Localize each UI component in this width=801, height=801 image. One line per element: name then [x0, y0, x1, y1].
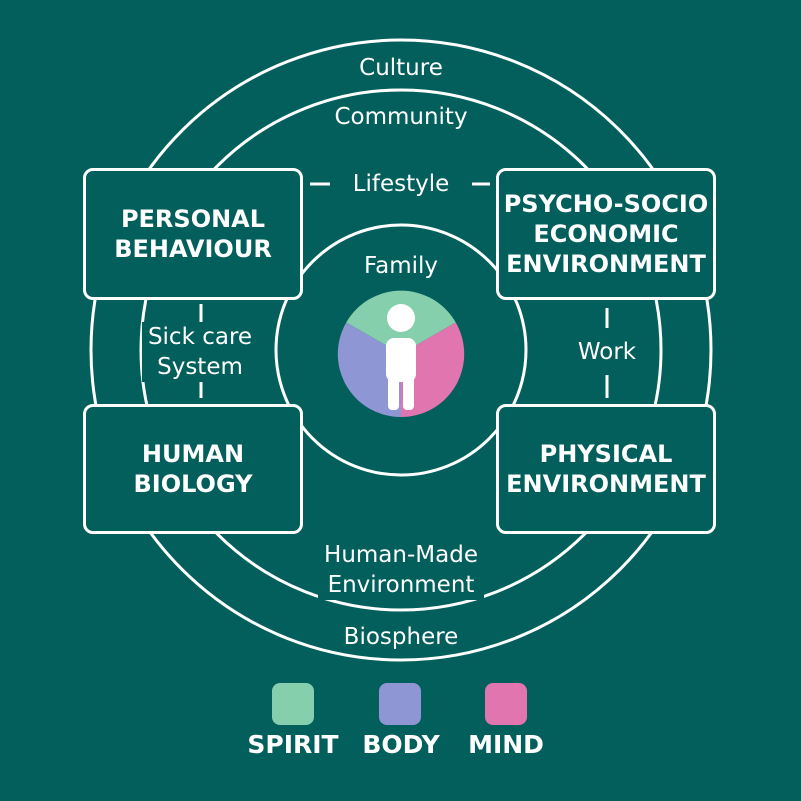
body-swatch: [379, 683, 421, 725]
human-made-environment-label: Human-Made Environment: [318, 540, 484, 600]
physical-environment-label: PHYSICAL ENVIRONMENT: [506, 440, 706, 498]
outer-ring-culture: [89, 38, 713, 662]
lifestyle-label: Lifestyle: [352, 171, 450, 197]
psycho-socio-economic-box: PSYCHO-SOCIO ECONOMIC ENVIRONMENT: [496, 168, 716, 300]
psycho-socio-economic-label: PSYCHO-SOCIO ECONOMIC ENVIRONMENT: [503, 190, 709, 278]
body-legend-label: BODY: [362, 730, 440, 759]
mind-legend-label: MIND: [468, 730, 544, 759]
human-biology-label: HUMAN BIOLOGY: [133, 440, 253, 498]
family-label: Family: [363, 253, 439, 279]
community-label: Community: [328, 102, 474, 132]
work-label: Work: [577, 339, 637, 365]
inner-ring-family: [274, 223, 528, 477]
personal-behaviour-label: PERSONAL BEHAVIOUR: [114, 205, 272, 263]
sick-care-system-label: Sick care System: [141, 322, 259, 382]
physical-environment-box: PHYSICAL ENVIRONMENT: [496, 404, 716, 534]
culture-label: Culture: [353, 53, 449, 83]
human-biology-box: HUMAN BIOLOGY: [83, 404, 303, 534]
person-spirit-body-mind-icon: [337, 290, 465, 418]
personal-behaviour-box: PERSONAL BEHAVIOUR: [83, 168, 303, 300]
spirit-legend-label: SPIRIT: [247, 730, 339, 759]
biosphere-label: Biosphere: [337, 622, 465, 652]
mind-swatch: [485, 683, 527, 725]
ring-community: [139, 88, 663, 612]
spirit-swatch: [272, 683, 314, 725]
